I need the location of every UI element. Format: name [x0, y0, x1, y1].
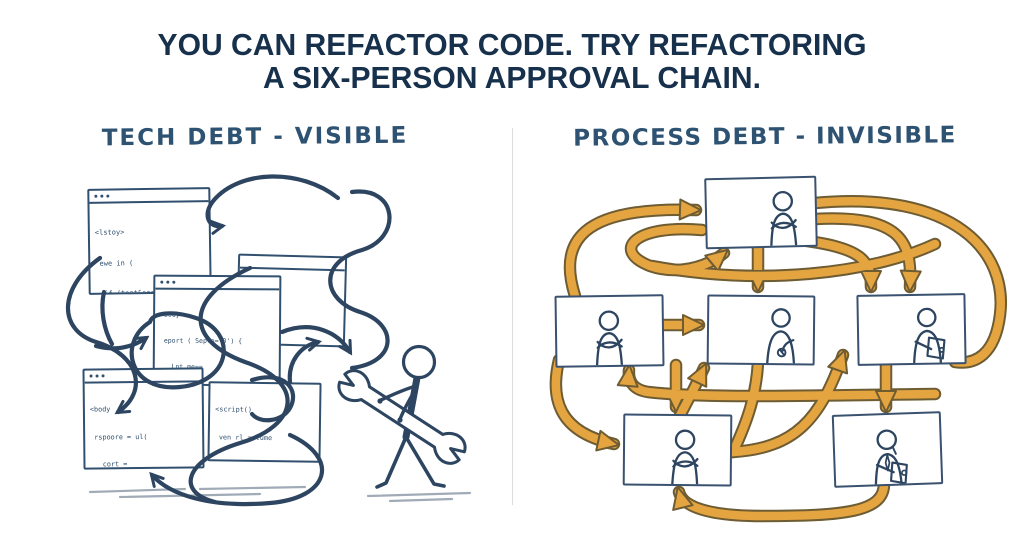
window-dot — [172, 280, 176, 284]
right-panel-heading: PROCESS DEBT - INVISIBLE — [573, 122, 957, 152]
approval-box-6 — [831, 411, 944, 488]
window-dash: - — [336, 258, 341, 269]
code-line: rspoore = ul( — [90, 432, 148, 442]
window-titlebar: - — [239, 255, 346, 272]
code-line: <script() — [215, 405, 253, 415]
code-line: onpgu () — [214, 461, 313, 463]
person-arms-crossed-icon — [595, 310, 624, 368]
code-line: <body> — [160, 310, 184, 319]
window-titlebar — [155, 276, 280, 291]
window-dot — [101, 374, 105, 378]
approval-box-5 — [622, 413, 733, 487]
title-line-1: YOU CAN REFACTOR CODE. TRY REFACTORING — [157, 27, 867, 62]
approval-box-3 — [706, 294, 816, 366]
approval-box-4 — [856, 293, 967, 366]
code-body: <script() ven rl = tume onpgu () osm <7 … — [208, 383, 320, 463]
panel-divider — [512, 128, 513, 505]
ground-shading — [88, 485, 472, 503]
window-dot — [166, 280, 170, 284]
window-titlebar — [84, 369, 202, 384]
window-dot — [89, 374, 93, 378]
window-dot — [106, 194, 110, 198]
person-arms-crossed-icon — [671, 429, 699, 487]
code-line: <body — [89, 405, 111, 414]
wrench-icon — [337, 369, 467, 465]
code-line: eport ( Septe='0') { — [159, 336, 243, 346]
figure-head — [401, 344, 437, 380]
stick-figure-with-wrench — [337, 344, 467, 489]
title-line-2: A SIX-PERSON APPROVAL CHAIN. — [263, 60, 761, 95]
approval-box-1 — [704, 175, 818, 250]
window-dot — [95, 374, 99, 378]
code-line: ven rl = tume — [214, 433, 273, 442]
window-dot — [160, 280, 164, 284]
code-window-script-2: <script() ven rl = tume onpgu () osm <7 … — [207, 381, 322, 463]
person-arms-crossed-icon — [770, 190, 798, 249]
main-title: YOU CAN REFACTOR CODE. TRY REFACTORING A… — [0, 28, 1024, 94]
window-dot — [94, 194, 98, 198]
code-body: <body rspoore = ul( cort = cen = uul', /… — [85, 382, 205, 469]
left-panel-heading: TECH DEBT - VISIBLE — [101, 122, 409, 152]
code-line: cort = — [90, 460, 128, 469]
code-line: ewe in ( — [95, 258, 134, 268]
person-tie-clipboard-icon — [874, 429, 908, 487]
person-holding-stamp-icon — [765, 308, 796, 366]
person-holding-paper-icon — [912, 307, 946, 366]
approval-box-2 — [554, 294, 665, 368]
code-line: <lstoy> — [94, 228, 125, 238]
code-window-body-2: <body rspoore = ul( cort = cen = uul', /… — [82, 367, 205, 470]
window-dot — [100, 194, 104, 198]
